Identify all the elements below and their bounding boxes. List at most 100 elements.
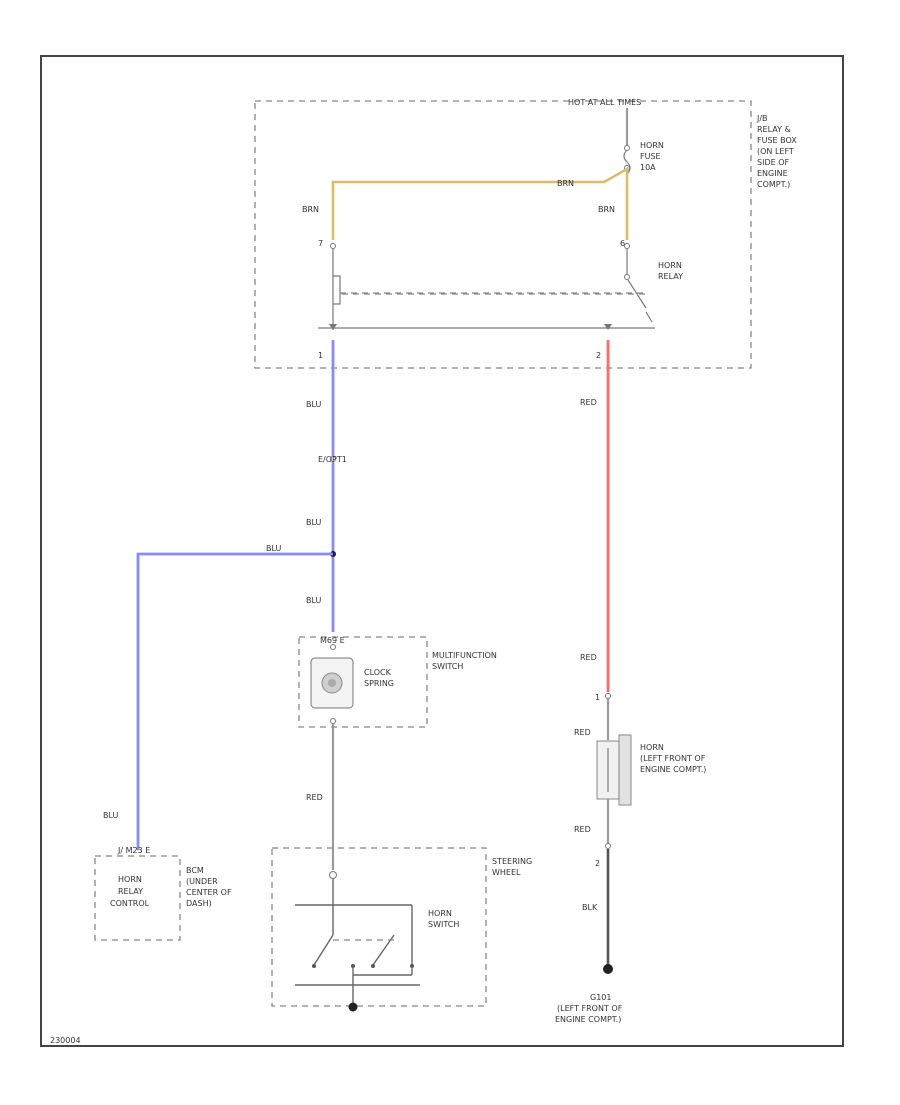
multifunction-switch-label-line: MULTIFUNCTION <box>432 651 497 660</box>
horn-relay-label-line: RELAY <box>658 272 683 281</box>
fuse-box-label-line: COMPT.) <box>757 180 790 189</box>
horn-relay-control-line: HORN <box>118 875 142 884</box>
horn-label: HORN (LEFT FRONT OF ENGINE COMPT.) <box>640 743 708 774</box>
steering-wheel: STEERING WHEEL HORN SWITCH <box>271 847 535 1012</box>
fuse-box-label-line: RELAY & <box>757 125 791 134</box>
clock-spring-core <box>328 679 336 687</box>
steering-ground-symbol <box>348 1002 358 1012</box>
multifunction-pin-bottom <box>330 718 336 724</box>
horn-fuse-symbol <box>623 149 631 175</box>
multifunction-switch-label-line: SWITCH <box>432 662 463 671</box>
horn-fuse-label: HORN FUSE 10A <box>640 141 666 172</box>
horn-pin-top <box>605 693 611 699</box>
horn-switch-blade <box>313 934 334 966</box>
red-wire-label: RED <box>574 728 591 737</box>
brn-wire <box>331 166 629 240</box>
pin-top-left-label: 7 <box>318 239 323 248</box>
ground-label-line: G101 <box>590 993 611 1002</box>
red-circuit: RED RED 1 RED HORN (LEFT FRONT OF ENGINE… <box>555 340 708 1024</box>
red-wire-label: RED <box>574 825 591 834</box>
fuse-box-header: HOT AT ALL TIMES <box>568 98 641 107</box>
bcm-connector-label: J/ M23 E <box>117 846 150 855</box>
red-wire-label: RED <box>580 398 597 407</box>
blu-wire-label: BLU <box>306 596 322 605</box>
horn-relay-label-line: HORN <box>658 261 682 270</box>
blu-wire-label: BLU <box>306 400 322 409</box>
horn-switch-label-line: SWITCH <box>428 920 459 929</box>
pin-top-right <box>624 243 630 249</box>
bcm-label: BCM (UNDER CENTER OF DASH) <box>186 866 234 908</box>
fuse-box-label: J/B RELAY & FUSE BOX (ON LEFT SIDE OF EN… <box>756 114 799 189</box>
fuse-terminal-top <box>624 145 630 151</box>
brn-wire-label-left: BRN <box>302 205 319 214</box>
multifunction-connector-label: M69 E <box>320 636 345 645</box>
bcm-module: J/ M23 E HORN RELAY CONTROL BCM (UNDER C… <box>94 846 234 941</box>
multifunction-switch-outline <box>298 636 428 728</box>
horn-fuse-label-line: HORN <box>640 141 664 150</box>
horn-fuse-label-line: FUSE <box>640 152 661 161</box>
pin-marker-right <box>604 324 612 330</box>
steering-pin <box>329 871 337 879</box>
multifunction-switch-label: MULTIFUNCTION SWITCH <box>432 651 499 671</box>
relay-switch-arm <box>627 279 647 309</box>
blu-wire-label: BLU <box>306 518 322 527</box>
blk-wire-label: BLK <box>582 903 598 912</box>
pin-marker-left <box>329 324 337 330</box>
brn-wire-label-right: BRN <box>598 205 615 214</box>
horn-pin-bottom <box>605 843 611 849</box>
horn-relay-control-line: RELAY <box>118 887 143 896</box>
blu-left-label: BLU <box>103 811 119 820</box>
blu-branch-label: BLU <box>266 544 282 553</box>
relay-switch-contact <box>645 311 653 323</box>
fuse-box-label-line: SIDE OF <box>757 158 789 167</box>
fuse-box-label-line: J/B <box>756 114 768 123</box>
relay-coil <box>333 275 341 305</box>
bcm-label-line: CENTER OF <box>186 888 232 897</box>
pin-left-label: 1 <box>318 351 323 360</box>
connector-e-label: E/OPT1 <box>318 455 347 464</box>
pin-top-left <box>330 243 336 249</box>
brn-wire-label-mid: BRN <box>557 179 574 188</box>
fuse-box-outline <box>254 100 752 369</box>
connector-e-pin <box>330 456 336 462</box>
switch-wire-label: RED <box>306 793 323 802</box>
steering-wheel-label: STEERING WHEEL <box>492 857 535 877</box>
clock-spring-label-line: CLOCK <box>364 668 392 677</box>
horn-relay-label: HORN RELAY <box>658 261 684 281</box>
horn-pin-bottom-label: 2 <box>595 859 600 868</box>
clock-spring-label-line: SPRING <box>364 679 394 688</box>
horn-switch-label: HORN SWITCH <box>428 909 459 929</box>
figure-code: 230004 <box>50 1036 81 1045</box>
horn-relay-outline <box>339 292 647 295</box>
horn-switch-contact <box>312 964 316 968</box>
horn-pin-top-label: 1 <box>595 693 600 702</box>
ground-label-line: ENGINE COMPT.) <box>555 1015 621 1024</box>
horn-relay-control-line: CONTROL <box>110 899 150 908</box>
pin-right-label: 2 <box>596 351 601 360</box>
fuse-relay-box: HOT AT ALL TIMES J/B RELAY & FUSE BOX (O… <box>254 98 799 369</box>
clock-spring-label: CLOCK SPRING <box>364 668 394 688</box>
horn-fuse-label-line: 10A <box>640 163 656 172</box>
multifunction-switch: M69 E CLOCK SPRING MULTIFUNCTION SWITCH <box>298 636 499 728</box>
fuse-box-label-line: ENGINE <box>757 169 788 178</box>
bcm-label-line: DASH) <box>186 899 212 908</box>
fuse-box-label-line: FUSE BOX <box>757 136 797 145</box>
bcm-label-line: BCM <box>186 866 204 875</box>
diagram-frame <box>40 55 844 1047</box>
ground-label: G101 (LEFT FRONT OF ENGINE COMPT.) <box>555 993 625 1024</box>
horn-relay-control-label: HORN RELAY CONTROL <box>110 875 150 908</box>
pin-top-right-label: 6 <box>620 239 625 248</box>
bcm-label-line: (UNDER <box>186 877 218 886</box>
blu-wire-branch <box>136 552 333 850</box>
steering-wheel-outline <box>271 847 487 1007</box>
ground-label-line: (LEFT FRONT OF <box>557 1004 623 1013</box>
steering-wheel-label-line: WHEEL <box>492 868 521 877</box>
horn-switch-label-line: HORN <box>428 909 452 918</box>
bcm-outline <box>94 855 181 941</box>
fuse-box-label-line: (ON LEFT <box>757 147 794 156</box>
horn-bell <box>618 734 632 806</box>
horn-label-line: ENGINE COMPT.) <box>640 765 706 774</box>
steering-wheel-label-line: STEERING <box>492 857 532 866</box>
multifunction-pin-top <box>330 644 336 650</box>
horn-switch-contact <box>371 964 375 968</box>
